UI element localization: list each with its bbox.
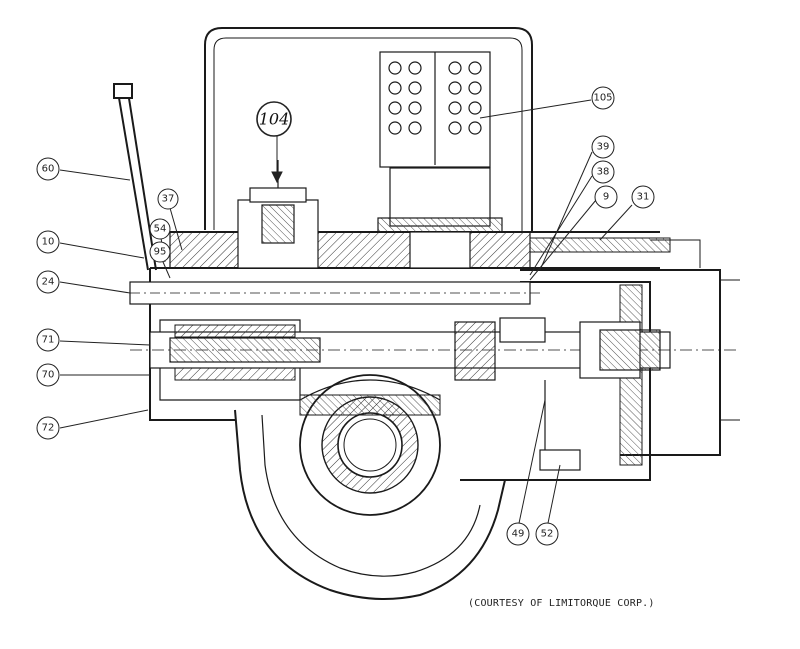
callout-60: 60 <box>42 164 55 175</box>
callout-72: 72 <box>42 423 55 434</box>
callout-105: 105 <box>593 93 612 104</box>
callout-24: 24 <box>42 277 55 288</box>
shafts <box>129 281 740 471</box>
callout-52: 52 <box>541 529 554 540</box>
callout-54: 54 <box>154 224 167 235</box>
callout-70: 70 <box>42 370 55 381</box>
springs <box>174 324 296 381</box>
callout-10: 10 <box>42 237 55 248</box>
callout-9: 9 <box>603 192 609 203</box>
callout-38: 38 <box>597 167 610 178</box>
callout-labels: 104 105 39 38 9 31 60 37 54 95 10 24 71 … <box>42 93 650 540</box>
right-shaft-extension <box>529 237 740 421</box>
callout-95: 95 <box>154 247 167 258</box>
callout-31: 31 <box>637 192 650 203</box>
callout-71: 71 <box>42 335 55 346</box>
declutch-lever <box>113 83 157 271</box>
callout-49: 49 <box>512 529 525 540</box>
callout-circles <box>36 86 655 546</box>
callout-104: 104 <box>259 110 290 129</box>
callout-37: 37 <box>162 194 175 205</box>
leader-lines <box>59 99 633 529</box>
figure-credit: (COURTESY OF LIMITORQUE CORP.) <box>468 598 655 609</box>
callout-39: 39 <box>597 142 610 153</box>
torque-switch <box>237 160 319 269</box>
switch-block <box>377 51 503 269</box>
